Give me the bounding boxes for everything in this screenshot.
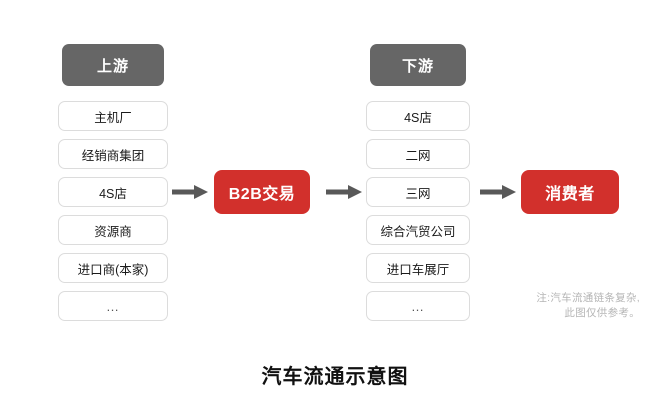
node-consumer: 消费者 [521, 170, 619, 214]
footnote-line: 此图仅供参考。 [564, 307, 640, 319]
list-item: 进口商(本家) [58, 253, 168, 283]
list-item: 4S店 [366, 101, 470, 131]
column-upstream: 主机厂 经销商集团 4S店 资源商 进口商(本家) … [58, 101, 168, 321]
figure-title: 汽车流通示意图 [261, 366, 409, 388]
arrow-right-icon [326, 185, 362, 199]
footnote-line: 注:汽车流通链条复杂, [536, 292, 640, 304]
column-header-upstream: 上游 [62, 44, 164, 86]
list-item: 二网 [366, 139, 470, 169]
column-downstream: 4S店 二网 三网 综合汽贸公司 进口车展厅 … [366, 101, 470, 321]
footnote: 注:汽车流通链条复杂, 此图仅供参考。 [460, 291, 640, 321]
arrow-right-icon [172, 185, 208, 199]
list-item: 进口车展厅 [366, 253, 470, 283]
column-header-downstream: 下游 [370, 44, 466, 86]
node-b2b-transaction: B2B交易 [214, 170, 310, 214]
arrow-right-icon [480, 185, 516, 199]
list-item: 三网 [366, 177, 470, 207]
list-item: 4S店 [58, 177, 168, 207]
list-item-ellipsis: … [58, 291, 168, 321]
list-item: 资源商 [58, 215, 168, 245]
list-item-ellipsis: … [366, 291, 470, 321]
list-item: 综合汽贸公司 [366, 215, 470, 245]
list-item: 经销商集团 [58, 139, 168, 169]
list-item: 主机厂 [58, 101, 168, 131]
